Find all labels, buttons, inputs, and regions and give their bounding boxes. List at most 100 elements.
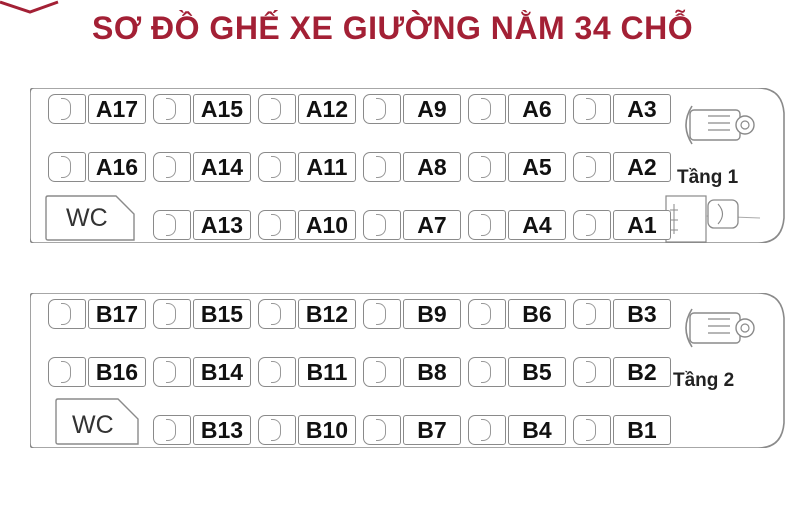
driver-seat-icon (707, 199, 739, 229)
berth-seat[interactable]: A17 (48, 94, 146, 124)
pillow-icon (258, 210, 296, 240)
berth-seat[interactable]: A13 (153, 210, 251, 240)
page-title: SƠ ĐỒ GHẾ XE GIƯỜNG NẰM 34 CHỖ (92, 10, 694, 46)
berth-seat[interactable]: B10 (258, 415, 356, 445)
pillow-icon (153, 210, 191, 240)
berth-bed: A5 (508, 152, 566, 182)
berth-seat[interactable]: A9 (363, 94, 461, 124)
berth-bed: B11 (298, 357, 356, 387)
berth-seat[interactable]: B13 (153, 415, 251, 445)
pillow-icon (363, 152, 401, 182)
berth-bed: B1 (613, 415, 671, 445)
pillow-icon (468, 152, 506, 182)
berth-seat[interactable]: A8 (363, 152, 461, 182)
berth-bed: A14 (193, 152, 251, 182)
berth-seat[interactable]: A7 (363, 210, 461, 240)
berth-bed: A4 (508, 210, 566, 240)
pillow-icon (363, 415, 401, 445)
berth-seat[interactable]: B11 (258, 357, 356, 387)
berth-seat[interactable]: B2 (573, 357, 671, 387)
bus-outline (30, 293, 785, 448)
berth-bed: A16 (88, 152, 146, 182)
seat-code: B1 (627, 416, 657, 443)
steering-wheel-icon (685, 308, 755, 348)
berth-bed: A9 (403, 94, 461, 124)
pillow-icon (363, 210, 401, 240)
seat-code: A13 (200, 211, 244, 238)
seat-code: A3 (627, 95, 657, 122)
berth-seat[interactable]: B8 (363, 357, 461, 387)
berth-bed: B3 (613, 299, 671, 329)
pillow-icon (258, 415, 296, 445)
berth-bed: B16 (88, 357, 146, 387)
berth-seat[interactable]: A12 (258, 94, 356, 124)
pillow-icon (363, 299, 401, 329)
berth-seat[interactable]: A3 (573, 94, 671, 124)
seat-code: B5 (522, 358, 552, 385)
berth-seat[interactable]: A1 (573, 210, 671, 240)
berth-bed: B9 (403, 299, 461, 329)
bus-outline (30, 88, 785, 243)
berth-seat[interactable]: B5 (468, 357, 566, 387)
deck-label: Tầng 1 (677, 167, 739, 188)
wc-label: WC (72, 411, 114, 439)
berth-bed: B4 (508, 415, 566, 445)
berth-bed: B14 (193, 357, 251, 387)
steering-wheel-icon (685, 105, 755, 145)
berth-bed: A10 (298, 210, 356, 240)
seat-code: B10 (305, 416, 349, 443)
berth-seat[interactable]: A4 (468, 210, 566, 240)
berth-seat[interactable]: B15 (153, 299, 251, 329)
pillow-icon (258, 152, 296, 182)
seat-code: A16 (95, 153, 139, 180)
seat-code: A11 (306, 153, 348, 180)
berth-seat[interactable]: A14 (153, 152, 251, 182)
berth-seat[interactable]: A16 (48, 152, 146, 182)
berth-seat[interactable]: B6 (468, 299, 566, 329)
berth-bed: B5 (508, 357, 566, 387)
berth-seat[interactable]: B3 (573, 299, 671, 329)
seat-code: B4 (522, 416, 552, 443)
seat-code: B6 (522, 300, 552, 327)
seat-code: A12 (305, 95, 349, 122)
berth-seat[interactable]: B4 (468, 415, 566, 445)
pillow-icon (573, 357, 611, 387)
berth-seat[interactable]: A5 (468, 152, 566, 182)
pillow-icon (48, 357, 86, 387)
berth-seat[interactable]: B14 (153, 357, 251, 387)
berth-seat[interactable]: B12 (258, 299, 356, 329)
berth-bed: B7 (403, 415, 461, 445)
berth-seat[interactable]: A10 (258, 210, 356, 240)
berth-seat[interactable]: B7 (363, 415, 461, 445)
corner-decoration (0, 0, 59, 14)
berth-seat[interactable]: B9 (363, 299, 461, 329)
seat-code: A4 (522, 211, 552, 238)
seat-code: A7 (417, 211, 447, 238)
pillow-icon (153, 152, 191, 182)
berth-bed: B6 (508, 299, 566, 329)
seat-code: B7 (417, 416, 447, 443)
berth-seat[interactable]: B16 (48, 357, 146, 387)
seat-code: A5 (522, 153, 552, 180)
seat-code: A10 (305, 211, 349, 238)
pillow-icon (468, 415, 506, 445)
berth-seat[interactable]: B1 (573, 415, 671, 445)
seat-code: B14 (200, 358, 244, 385)
berth-bed: A3 (613, 94, 671, 124)
pillow-icon (153, 299, 191, 329)
berth-seat[interactable]: B17 (48, 299, 146, 329)
deck-label: Tầng 2 (673, 370, 735, 391)
berth-seat[interactable]: A2 (573, 152, 671, 182)
pillow-icon (258, 299, 296, 329)
berth-seat[interactable]: A11 (258, 152, 356, 182)
pillow-icon (468, 357, 506, 387)
pillow-icon (468, 210, 506, 240)
pillow-icon (48, 299, 86, 329)
pillow-icon (153, 94, 191, 124)
berth-seat[interactable]: A6 (468, 94, 566, 124)
pillow-icon (258, 357, 296, 387)
berth-bed: A17 (88, 94, 146, 124)
berth-seat[interactable]: A15 (153, 94, 251, 124)
